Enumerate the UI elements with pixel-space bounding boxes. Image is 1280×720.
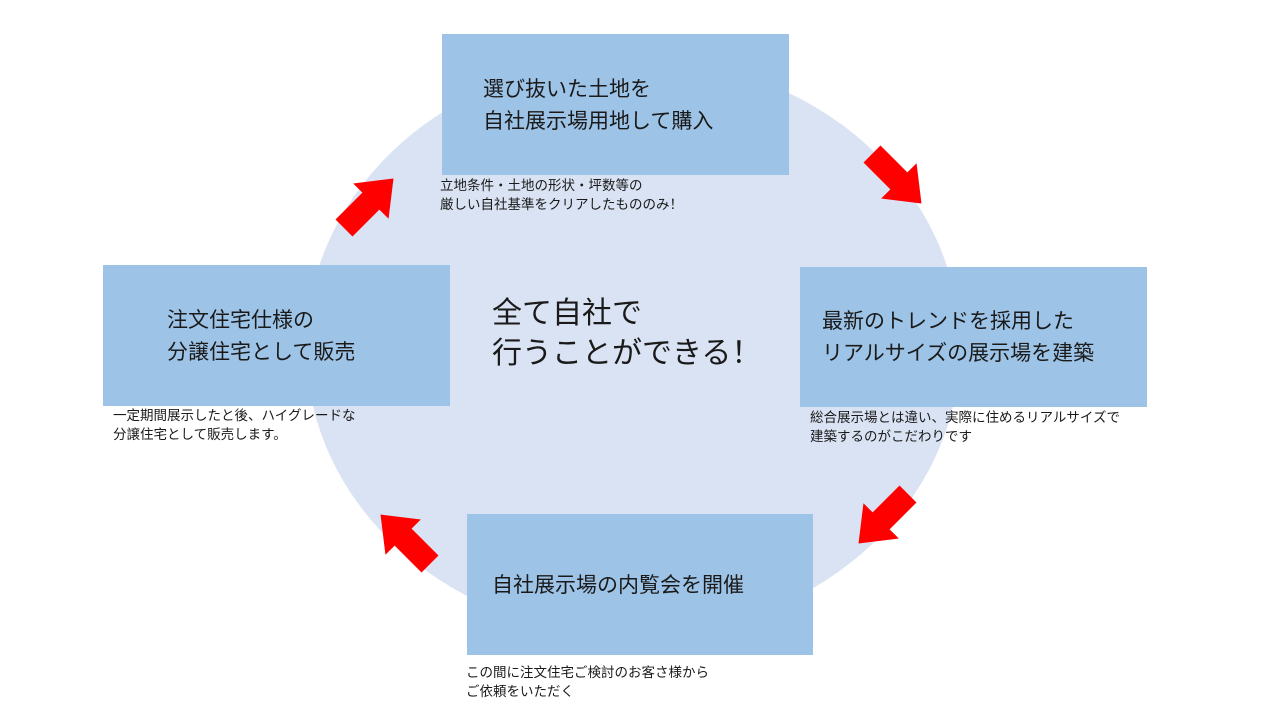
step-note-open-house: この間に注文住宅ご検討のお客さ様から ご依頼をいただく xyxy=(466,665,709,700)
step-label-purchase-land: 選び抜いた土地を 自社展示場用地して購入 xyxy=(483,76,714,133)
step-label-build-showroom: 最新のトレンドを採用した リアルサイズの展示場を建築 xyxy=(822,309,1095,365)
step-note-sell-house: 一定期間展示したと後、ハイグレードな 分譲住宅として販売します。 xyxy=(113,408,356,443)
step-box-open-house: 自社展示場の内覧会を開催 xyxy=(467,514,813,655)
step-note-build-showroom: 総合展示場とは違い、実際に住めるリアルサイズで 建築するのがこだわりです xyxy=(810,410,1120,445)
step-box-build-showroom: 最新のトレンドを採用した リアルサイズの展示場を建築 xyxy=(800,267,1147,407)
center-message: 全て自社で 行うことができる！ xyxy=(492,296,762,371)
arrow-top-right xyxy=(863,145,922,204)
step-label-sell-house: 注文住宅仕様の 分譲住宅として販売 xyxy=(167,307,356,364)
arrow-top-left xyxy=(335,178,394,237)
step-note-purchase-land: 立地条件・土地の形状・坪数等の 厳しい自社基準をクリアしたもののみ！ xyxy=(440,178,683,213)
step-box-sell-house: 注文住宅仕様の 分譲住宅として販売 xyxy=(103,265,450,406)
step-label-open-house: 自社展示場の内覧会を開催 xyxy=(492,572,744,597)
arrow-bottom-right xyxy=(858,485,917,544)
step-box-purchase-land: 選び抜いた土地を 自社展示場用地して購入 xyxy=(442,34,789,175)
arrow-bottom-left xyxy=(380,514,439,573)
